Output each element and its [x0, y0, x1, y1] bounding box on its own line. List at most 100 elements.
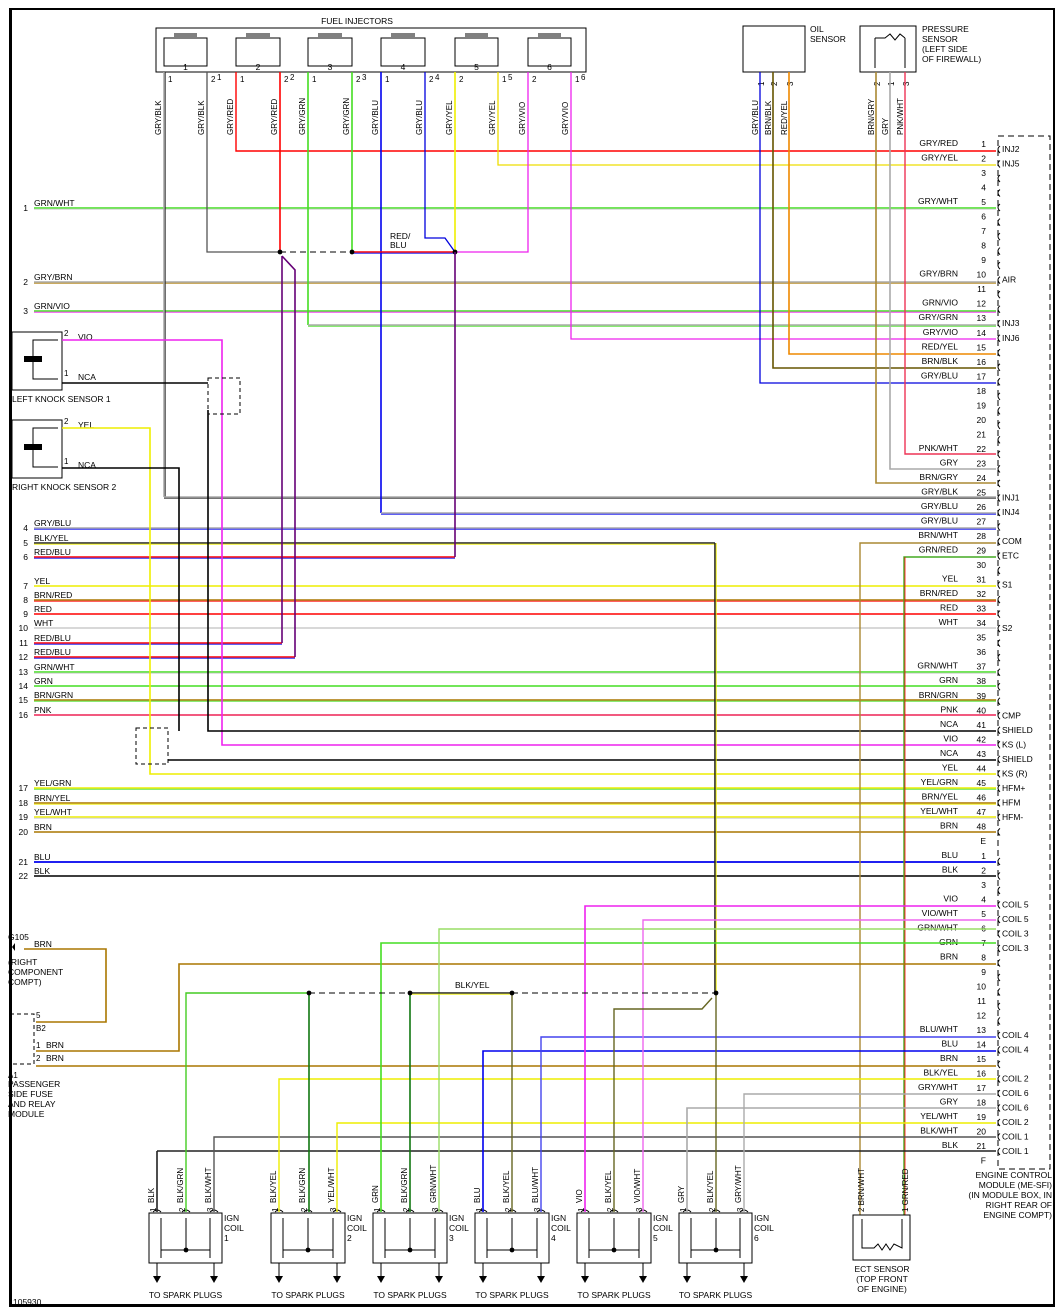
- ign-coil-4-wire-3: BLU/WHT: [531, 1167, 540, 1203]
- ecm-e-pin-number: 15: [977, 342, 987, 352]
- ign-coil-5-wire-1: VIO: [575, 1189, 584, 1203]
- pressure-sensor-wire-label: BRN/GRY: [867, 98, 876, 135]
- circuit-wire-label: RED/BLU: [34, 647, 71, 657]
- ecm-f-wire-label: BRN: [940, 952, 958, 962]
- ign-coil-6-label: COIL: [754, 1223, 774, 1233]
- pressure-sensor-wire-label: GRY: [881, 117, 890, 135]
- ecm-e-wire-label: YEL/WHT: [920, 806, 958, 816]
- ign-coil-4-label: IGN: [551, 1213, 566, 1223]
- pin-terminal-icon: [997, 261, 1001, 270]
- pin-terminal-icon: [997, 1075, 1001, 1083]
- coil-pin-number: 2: [402, 1207, 411, 1212]
- knock-sensor-1-name: LEFT KNOCK SENSOR 1: [12, 394, 111, 404]
- coil-pin-number: 2: [504, 1207, 513, 1212]
- fuse-module-connector-b: B2: [36, 1024, 46, 1033]
- ecm-e-pin-function: ETC: [1002, 551, 1019, 561]
- ecm-e-wire-label: YEL: [942, 574, 958, 584]
- knock-sensor-pin: 1: [64, 457, 69, 466]
- circuit-number: 22: [19, 871, 29, 881]
- ecm-e-pin-function: INJ3: [1002, 318, 1020, 328]
- ign-coil-1-label: IGN: [224, 1213, 239, 1223]
- ecm-f-pin-function: COIL 1: [1002, 1146, 1029, 1156]
- circuit-number: 12: [19, 652, 29, 662]
- injector-pin-number: 1: [385, 75, 390, 84]
- knock-sensor-element-icon: [24, 444, 42, 450]
- circuit-wire-label: BLK/YEL: [34, 533, 69, 543]
- ecm-e-pin-function: CMP: [1002, 710, 1021, 720]
- injector-side-pin: 4: [435, 73, 440, 82]
- ecm-f-wire-label: BRN: [940, 1053, 958, 1063]
- ign-coil-6-label: 6: [754, 1233, 759, 1243]
- circuit-wire-label: GRN/WHT: [34, 198, 75, 208]
- ecm-e-wire-label: GRN: [939, 675, 958, 685]
- injector-pin-number: 2: [429, 75, 434, 84]
- ecm-e-pin-function: KS (L): [1002, 739, 1026, 749]
- coil-pin-number: 3: [206, 1207, 215, 1212]
- ecm-e-pin-number: 20: [977, 415, 987, 425]
- coil-pin-number: 1: [149, 1207, 158, 1212]
- coil-pin-number: 1: [679, 1207, 688, 1212]
- pin-terminal-icon: [997, 334, 1001, 343]
- ecm-f-pin-number: 15: [977, 1054, 987, 1064]
- ign-coil-4-box: [474, 1212, 550, 1264]
- fuse-module-pin: 5: [36, 1011, 41, 1020]
- knock-sensor-2-box: [11, 419, 63, 479]
- pin-terminal-icon: [997, 1147, 1001, 1156]
- splice-dot: [277, 249, 283, 255]
- resistor-icon: [875, 33, 906, 41]
- ecm-f-wire-label: BLU/WHT: [920, 1024, 958, 1034]
- ks1-vio-wire: [62, 339, 996, 746]
- ecm-e-wire-label: NCA: [940, 719, 958, 729]
- ign-coil-6-wire-1: GRY: [677, 1185, 686, 1203]
- fuel-injector-connector: [155, 27, 587, 73]
- circuit-wire-label: GRY/BRN: [34, 272, 73, 282]
- ecm-e-pin-number: 38: [977, 676, 987, 686]
- oil-sensor-title: SENSOR: [810, 34, 846, 44]
- ecm-e-pin-number: 37: [977, 662, 987, 672]
- ecm-e-wire-label: NCA: [940, 748, 958, 758]
- pin-terminal-icon: [997, 1060, 1001, 1069]
- coil4-blu: [482, 1050, 996, 1212]
- circuit-number: 20: [19, 827, 29, 837]
- ect-sensor-name: (TOP FRONT: [856, 1274, 908, 1284]
- ecm-e-pin-number: 19: [977, 400, 987, 410]
- ecm-f-pin-number: 20: [977, 1127, 987, 1137]
- coil-pin-number: 2: [178, 1207, 187, 1212]
- inj2-wire-a: [235, 72, 996, 152]
- injector-pin-number: 1: [575, 75, 580, 84]
- pin-terminal-icon: [997, 668, 1001, 677]
- ecm-e-wire-label: VIO: [943, 733, 958, 743]
- ecm-e-pin-number: 12: [977, 299, 987, 309]
- ecm-e-pin-number: 43: [977, 749, 987, 759]
- ecm-e-wire-label: YEL/GRN: [921, 777, 958, 787]
- circuit-wire-label: BRN: [34, 822, 52, 832]
- spark-plug-arrow-icon: [683, 1276, 691, 1283]
- ecm-f-pin-function: COIL 1: [1002, 1132, 1029, 1142]
- fuel-injectors-title: FUEL INJECTORS: [321, 16, 393, 26]
- ecm-e-pin-function: SHIELD: [1002, 725, 1033, 735]
- pressure-sensor-pin: 2: [873, 81, 882, 86]
- ecm-e-wire-label: GRY/YEL: [921, 153, 958, 163]
- spark-plug-arrow-icon: [639, 1276, 647, 1283]
- ground-wire-label: BRN: [34, 939, 52, 949]
- injector-3-number: 3: [328, 62, 333, 72]
- ecm-f-wire-label: GRN: [939, 937, 958, 947]
- pin-terminal-icon: [997, 1002, 1001, 1011]
- spark-plug-arrow-icon: [153, 1276, 161, 1283]
- ecm-e-wire-label: GRY/WHT: [918, 196, 958, 206]
- ign-coil-5-label: COIL: [653, 1223, 673, 1233]
- ecm-title: (IN MODULE BOX, IN: [968, 1190, 1052, 1200]
- injector-side-pin: 6: [581, 73, 586, 82]
- pin-terminal-icon: [997, 1046, 1001, 1054]
- coil-pin-number: 3: [431, 1207, 440, 1212]
- spark-plug-arrow-icon: [333, 1276, 341, 1283]
- ecm-e-pin-number: 35: [977, 633, 987, 643]
- ks2-nca-wire: [62, 467, 180, 731]
- fuse-module-name: SIDE FUSE: [8, 1089, 53, 1099]
- pin-terminal-icon: [997, 682, 1001, 691]
- pin-terminal-icon: [303, 1209, 313, 1213]
- spark-plug-arrow-icon: [740, 1276, 748, 1283]
- splice-label-blk-yel: BLK/YEL: [455, 980, 490, 990]
- inj6-wire-a: [570, 72, 996, 340]
- ecm-e-pin-number: 44: [977, 763, 987, 773]
